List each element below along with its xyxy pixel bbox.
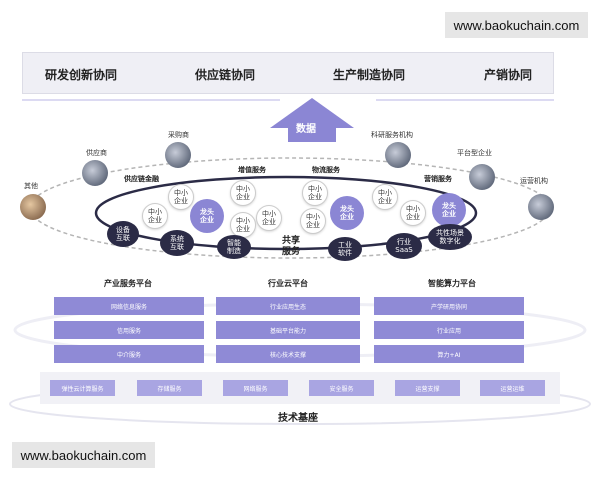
actor-platform-label: 平台型企业 — [457, 149, 492, 157]
system-interconnect-node: 系统 互联 — [160, 230, 194, 256]
tech-ops-support: 运营支撑 — [395, 380, 460, 396]
collab-production: 生产制造协同 — [333, 68, 406, 82]
tech-security: 安全服务 — [309, 380, 374, 396]
platform-cloud-title: 行业云平台 — [268, 279, 308, 288]
industry-saas-node: 行业 SaaS — [386, 233, 422, 259]
operator-photo — [528, 194, 554, 220]
tech-storage: 存储服务 — [137, 380, 202, 396]
actor-purchaser-label: 采购商 — [168, 131, 189, 139]
cloud-box-1: 行业应用生态 — [216, 297, 360, 315]
smart-manufacturing-node: 智能 制造 — [217, 235, 251, 259]
data-arrow — [270, 98, 354, 142]
watermark-top: www.baokuchain.com — [445, 12, 588, 38]
industry-box-2: 信用服务 — [54, 321, 204, 339]
actor-operator-label: 运营机构 — [520, 177, 548, 185]
ai-box-3: 算力+AI — [374, 345, 524, 363]
service-logistics: 物流服务 — [312, 166, 340, 174]
platform-ai-title: 智能算力平台 — [428, 279, 476, 288]
leader-node: 龙头 企业 — [330, 196, 364, 230]
sme-node: 中小 企业 — [372, 184, 398, 210]
leader-node: 龙头 企业 — [432, 193, 466, 227]
arrow-label: 数据 — [296, 124, 316, 135]
actor-research-label: 科研服务机构 — [371, 131, 413, 139]
inner-ring — [94, 175, 478, 251]
sme-node: 中小 企业 — [302, 180, 328, 206]
shared-service-label: 共享 服务 — [282, 236, 301, 257]
industry-box-1: 网络信息服务 — [54, 297, 204, 315]
collab-rd: 研发创新协同 — [45, 68, 118, 82]
device-interconnect-node: 设备 互联 — [107, 221, 139, 247]
sme-node: 中小 企业 — [300, 208, 326, 234]
common-scene-digital-node: 共性场景 数字化 — [428, 224, 472, 250]
service-supply-finance: 供应链金融 — [124, 175, 159, 183]
sme-node: 中小 企业 — [230, 180, 256, 206]
cloud-box-2: 基础平台能力 — [216, 321, 360, 339]
tech-ops-maintenance: 运营运维 — [480, 380, 545, 396]
cloud-box-3: 核心技术支撑 — [216, 345, 360, 363]
tech-network: 网络服务 — [223, 380, 288, 396]
platform-photo — [469, 164, 495, 190]
tech-base-bg — [40, 372, 560, 404]
tech-base-title: 技术基座 — [278, 413, 318, 424]
sme-node: 中小 企业 — [142, 203, 168, 229]
watermark-bottom: www.baokuchain.com — [12, 442, 155, 468]
service-marketing: 营销服务 — [424, 175, 452, 183]
industry-box-3: 中介服务 — [54, 345, 204, 363]
sme-node: 中小 企业 — [400, 200, 426, 226]
other-photo — [20, 194, 46, 220]
service-value-added: 增值服务 — [238, 166, 266, 174]
platform-industry-title: 产业服务平台 — [104, 279, 152, 288]
sme-node: 中小 企业 — [168, 184, 194, 210]
leader-node: 龙头 企业 — [190, 199, 224, 233]
sme-node: 中小 企业 — [230, 212, 256, 238]
purchaser-photo — [165, 142, 191, 168]
collaboration-bar — [22, 52, 554, 94]
collab-supply: 供应链协同 — [195, 68, 256, 82]
industrial-software-node: 工业 软件 — [328, 237, 362, 261]
actor-supplier-label: 供应商 — [86, 149, 107, 157]
ai-box-2: 行业应用 — [374, 321, 524, 339]
sme-node: 中小 企业 — [256, 205, 282, 231]
ai-box-1: 产学研用协同 — [374, 297, 524, 315]
collab-sales: 产销协同 — [484, 68, 533, 82]
tech-elastic-cloud: 弹性云计算服务 — [50, 380, 115, 396]
research-photo — [385, 142, 411, 168]
supplier-photo — [82, 160, 108, 186]
actor-other-label: 其他 — [24, 182, 38, 190]
